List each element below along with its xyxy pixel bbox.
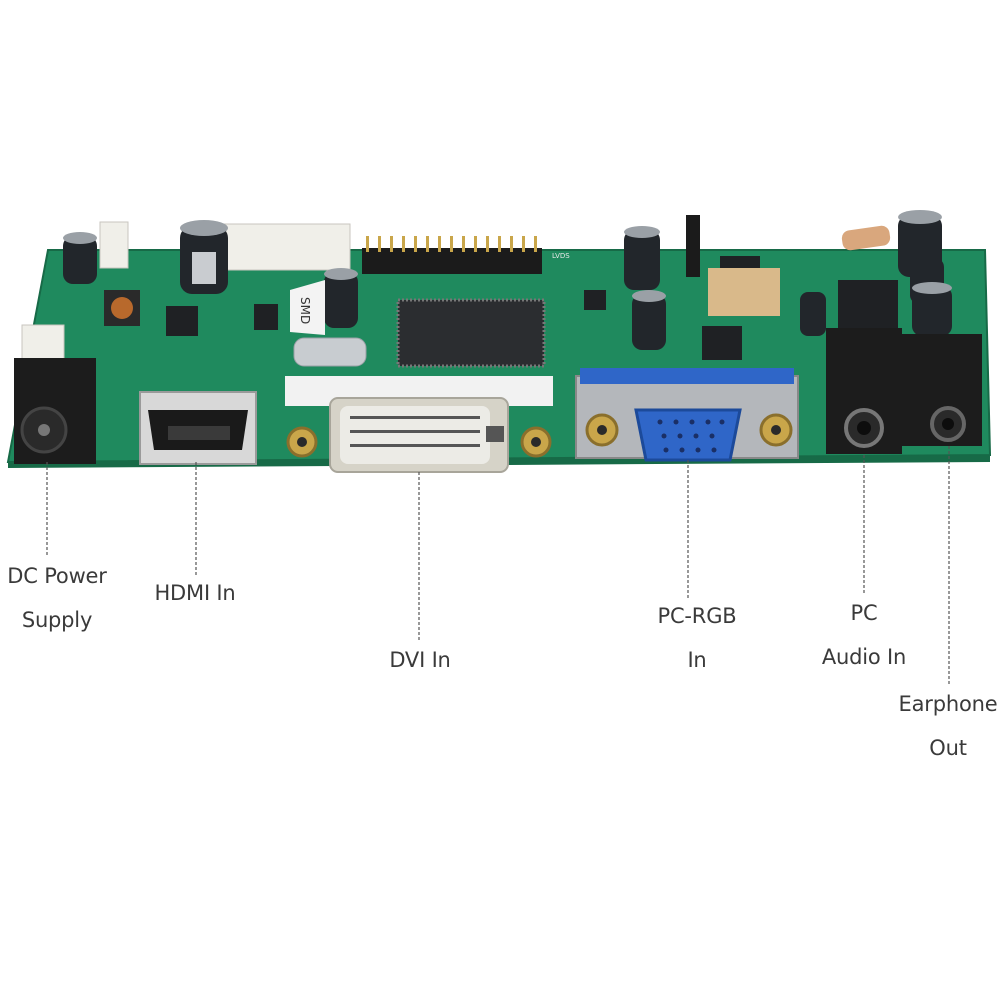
label-line: HDMI In	[154, 581, 236, 605]
vga-housing	[580, 368, 794, 384]
label-line: In	[687, 648, 707, 672]
small-ics	[166, 256, 898, 360]
label-line: Earphone	[898, 692, 998, 716]
label-earphone-out: Earphone Out	[898, 694, 998, 759]
main-ic	[396, 298, 546, 368]
resistor	[841, 225, 891, 251]
white-connector-top	[221, 223, 351, 271]
label-dvi-in: DVI In	[384, 650, 456, 671]
label-line: Audio In	[821, 645, 907, 669]
vga-port	[634, 408, 742, 462]
label-line: PC-RGB	[657, 604, 737, 628]
label-pc-rgb-in: PC-RGB In	[652, 606, 742, 671]
dvi-pins	[350, 416, 480, 447]
label-dc-power-supply: DC Power Supply	[7, 566, 107, 631]
label-line: Out	[929, 736, 967, 760]
leader-lines	[46, 446, 950, 686]
lvds-marking: LVDS	[552, 252, 570, 260]
label-line: DC Power	[7, 564, 107, 588]
vga-pins	[657, 419, 725, 453]
label-pc-audio-in: PC Audio In	[818, 603, 910, 668]
capacitors	[63, 210, 952, 350]
smd-marking: SMD	[298, 297, 312, 324]
white-connector-small	[99, 221, 129, 269]
header-pins	[366, 236, 537, 252]
label-line: Supply	[21, 608, 93, 632]
label-hdmi-in: HDMI In	[147, 583, 243, 604]
label-line: DVI In	[389, 648, 451, 672]
smd-area	[290, 280, 325, 335]
jumper	[686, 215, 700, 277]
label-line: PC	[850, 601, 878, 625]
lvds-pin-header	[362, 248, 542, 274]
gold-pads	[708, 268, 780, 316]
crystal	[293, 337, 367, 367]
